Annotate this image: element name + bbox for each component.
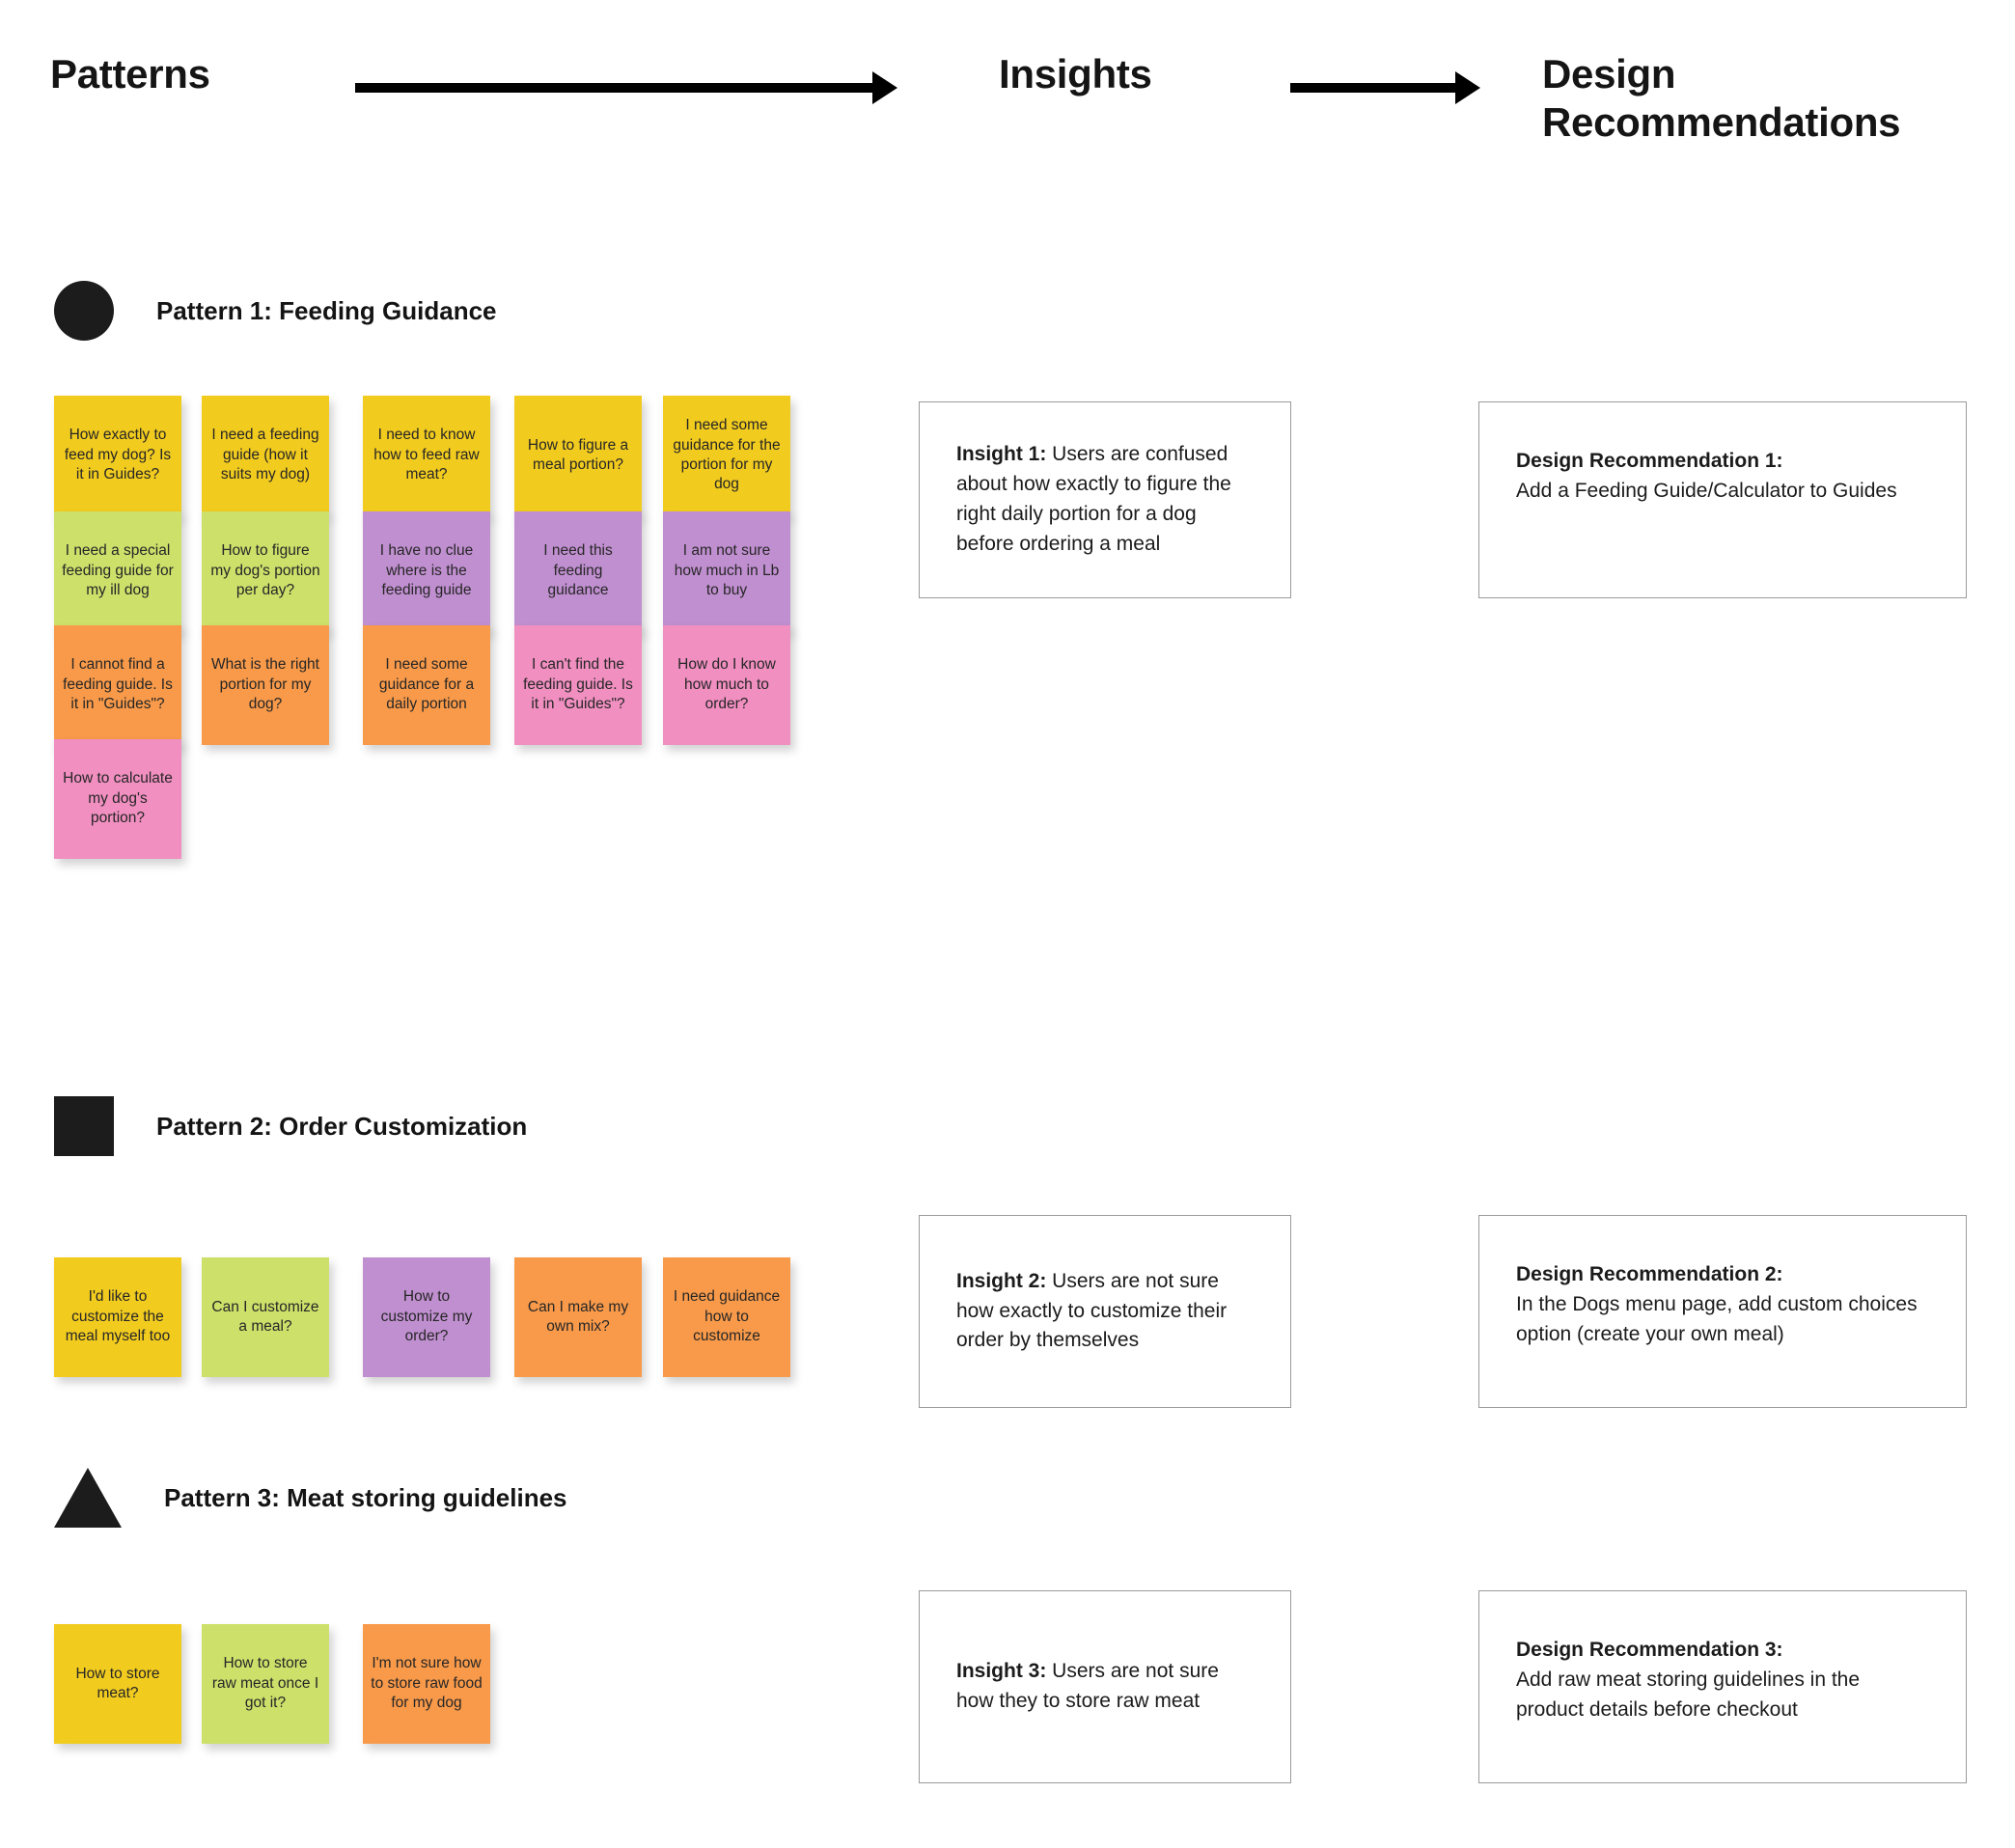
- sticky-note-text: I need to know how to feed raw meat?: [373, 427, 480, 483]
- diagram-header: Patterns Insights Design Recommendations: [0, 23, 2015, 178]
- sticky-note[interactable]: How to store raw meat once I got it?: [202, 1624, 329, 1744]
- design-recommendation-label-2: Design Recommendation 2:: [1516, 1263, 1783, 1285]
- design-recommendation-box-1: Design Recommendation 1: Add a Feeding G…: [1478, 401, 1967, 598]
- sticky-note-text: How do I know how much to order?: [677, 656, 776, 713]
- sticky-note-text: How to store meat?: [75, 1665, 160, 1701]
- sticky-note[interactable]: I need some guidance for a daily portion: [363, 625, 490, 745]
- column-title-insights: Insights: [999, 51, 1152, 97]
- sticky-note[interactable]: I cannot find a feeding guide. Is it in …: [54, 625, 181, 745]
- sticky-note[interactable]: I need guidance how to customize: [663, 1257, 790, 1377]
- insight-text-3: Users are not sure how they to store raw…: [956, 1660, 1219, 1712]
- pattern-title-1: Pattern 1: Feeding Guidance: [156, 295, 497, 325]
- sticky-note[interactable]: What is the right portion for my dog?: [202, 625, 329, 745]
- arrow-right-icon-1: [355, 71, 897, 104]
- sticky-note[interactable]: I can't find the feeding guide. Is it in…: [514, 625, 642, 745]
- sticky-note-text: I have no clue where is the feeding guid…: [379, 542, 474, 599]
- insight-label-3: Insight 3:: [956, 1660, 1047, 1683]
- triangle-marker-icon: [54, 1468, 122, 1528]
- circle-marker-icon: [54, 281, 114, 341]
- column-title-patterns: Patterns: [50, 51, 210, 97]
- sticky-note-text: I'm not sure how to store raw food for m…: [371, 1655, 483, 1712]
- sticky-note-text: I need some guidance for a daily portion: [378, 656, 475, 713]
- insight-label-2: Insight 2:: [956, 1269, 1047, 1292]
- sticky-note-text: How to figure a meal portion?: [527, 436, 629, 473]
- sticky-note[interactable]: I need to know how to feed raw meat?: [363, 396, 490, 515]
- sticky-note-text: Can I customize a meal?: [211, 1298, 319, 1335]
- square-marker-icon: [54, 1096, 114, 1156]
- insight-box-2: Insight 2: Users are not sure how exactl…: [919, 1215, 1291, 1408]
- design-recommendation-text-1: Add a Feeding Guide/Calculator to Guides: [1516, 479, 1897, 502]
- sticky-note[interactable]: How to figure my dog's portion per day?: [202, 511, 329, 631]
- pattern-header-1: Pattern 1: Feeding Guidance: [54, 280, 497, 342]
- sticky-note[interactable]: How exactly to feed my dog? Is it in Gui…: [54, 396, 181, 515]
- sticky-note-text: How to calculate my dog's portion?: [63, 770, 173, 827]
- sticky-note[interactable]: How to customize my order?: [363, 1257, 490, 1377]
- sticky-note-text: How to figure my dog's portion per day?: [210, 542, 320, 599]
- design-recommendation-label-3: Design Recommendation 3:: [1516, 1639, 1783, 1661]
- sticky-note-text: How to customize my order?: [380, 1288, 473, 1345]
- sticky-note[interactable]: I'm not sure how to store raw food for m…: [363, 1624, 490, 1744]
- sticky-note[interactable]: I have no clue where is the feeding guid…: [363, 511, 490, 631]
- insight-box-1: Insight 1: Users are confused about how …: [919, 401, 1291, 598]
- column-title-design-recommendations: Design Recommendations: [1542, 51, 1901, 146]
- sticky-note-text: How to store raw meat once I got it?: [211, 1655, 319, 1712]
- design-recommendation-text-3: Add raw meat storing guidelines in the p…: [1516, 1668, 1861, 1721]
- sticky-note-text: What is the right portion for my dog?: [211, 656, 319, 713]
- insight-text-1: Users are confused about how exactly to …: [956, 443, 1231, 555]
- sticky-note-text: How exactly to feed my dog? Is it in Gui…: [64, 427, 172, 483]
- insight-label-1: Insight 1:: [956, 443, 1047, 466]
- sticky-note[interactable]: Can I customize a meal?: [202, 1257, 329, 1377]
- sticky-note-text: I can't find the feeding guide. Is it in…: [523, 656, 633, 713]
- sticky-note[interactable]: How do I know how much to order?: [663, 625, 790, 745]
- sticky-note[interactable]: I need some guidance for the portion for…: [663, 396, 790, 515]
- design-recommendation-box-2: Design Recommendation 2: In the Dogs men…: [1478, 1215, 1967, 1408]
- sticky-note[interactable]: I need this feeding guidance: [514, 511, 642, 631]
- sticky-note[interactable]: I am not sure how much in Lb to buy: [663, 511, 790, 631]
- sticky-note[interactable]: I'd like to customize the meal myself to…: [54, 1257, 181, 1377]
- insight-text-2: Users are not sure how exactly to custom…: [956, 1269, 1228, 1352]
- pattern-title-3: Pattern 3: Meat storing guidelines: [164, 1482, 567, 1512]
- sticky-note[interactable]: I need a special feeding guide for my il…: [54, 511, 181, 631]
- sticky-note-text: I need some guidance for the portion for…: [673, 417, 781, 493]
- sticky-note-text: I am not sure how much in Lb to buy: [674, 542, 780, 599]
- sticky-note-text: I need guidance how to customize: [673, 1288, 781, 1345]
- design-recommendation-box-3: Design Recommendation 3: Add raw meat st…: [1478, 1590, 1967, 1783]
- sticky-note[interactable]: How to store meat?: [54, 1624, 181, 1744]
- sticky-note-text: I need a feeding guide (how it suits my …: [211, 427, 319, 483]
- sticky-note[interactable]: Can I make my own mix?: [514, 1257, 642, 1377]
- arrow-right-icon-2: [1290, 71, 1480, 104]
- sticky-note[interactable]: I need a feeding guide (how it suits my …: [202, 396, 329, 515]
- sticky-note-text: I cannot find a feeding guide. Is it in …: [63, 656, 173, 713]
- pattern-header-2: Pattern 2: Order Customization: [54, 1095, 527, 1157]
- pattern-title-2: Pattern 2: Order Customization: [156, 1111, 528, 1141]
- pattern-header-3: Pattern 3: Meat storing guidelines: [54, 1467, 567, 1529]
- sticky-note-text: Can I make my own mix?: [527, 1298, 629, 1335]
- design-recommendation-text-2: In the Dogs menu page, add custom choice…: [1516, 1292, 1918, 1345]
- sticky-note-text: I need a special feeding guide for my il…: [62, 542, 174, 599]
- insight-box-3: Insight 3: Users are not sure how they t…: [919, 1590, 1291, 1783]
- design-recommendation-label-1: Design Recommendation 1:: [1516, 450, 1783, 472]
- sticky-note-text: I need this feeding guidance: [543, 542, 613, 599]
- sticky-note[interactable]: How to figure a meal portion?: [514, 396, 642, 515]
- sticky-note-text: I'd like to customize the meal myself to…: [65, 1288, 171, 1345]
- sticky-note[interactable]: How to calculate my dog's portion?: [54, 739, 181, 859]
